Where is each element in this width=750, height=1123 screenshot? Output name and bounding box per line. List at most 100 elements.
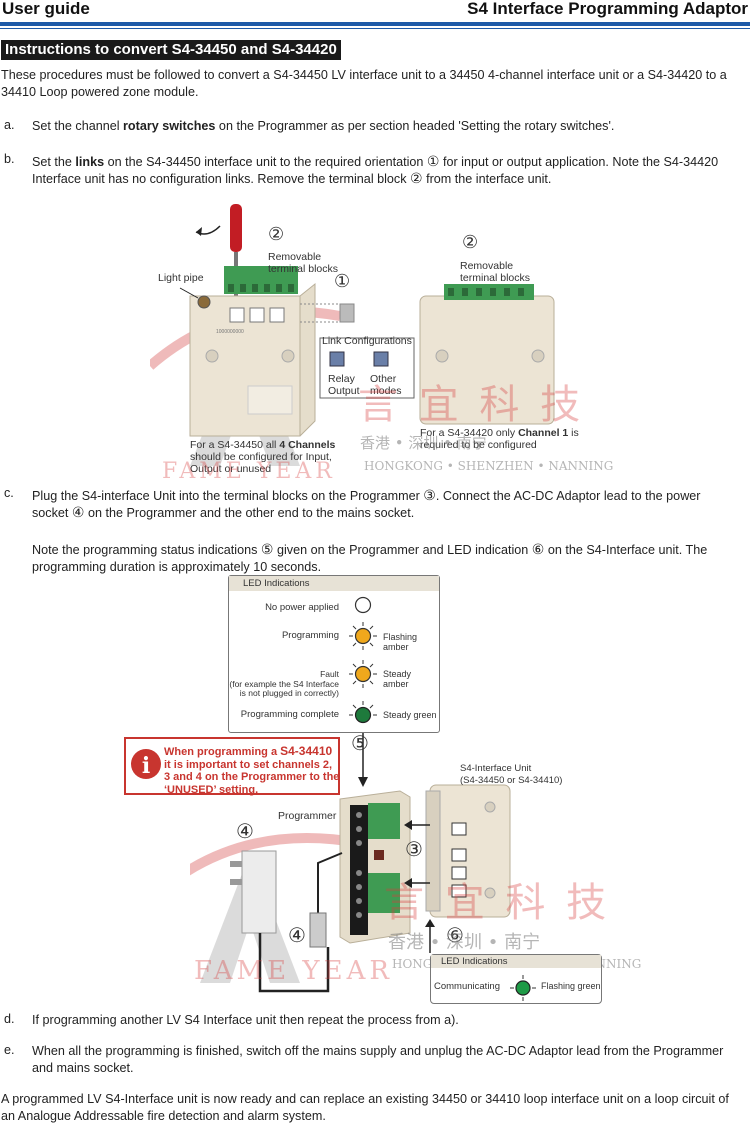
figure2-drawing: [167, 733, 511, 993]
led-indications-panel-2: LED Indications Communicating Flashing g…: [430, 954, 602, 1004]
section-title: Instructions to convert S4-34450 and S4-…: [1, 40, 341, 60]
led-indications-panel: LED Indications No power applied Program…: [228, 575, 440, 733]
programmer-label: Programmer: [278, 810, 337, 822]
step-b-pre: Set the: [32, 155, 76, 169]
step-b-letter: b.: [4, 152, 15, 166]
callout-4b-figure: ④: [288, 923, 306, 947]
header-right-title: S4 Interface Programming Adaptor: [467, 0, 748, 18]
callout-2-left: ②: [268, 224, 285, 245]
step-c2-text: Note the programming status indications …: [32, 542, 740, 576]
note-pre: When programming a: [164, 746, 281, 758]
communicating-label: Communicating: [434, 981, 500, 992]
info-icon: i: [131, 749, 161, 779]
led-desc-steady-green: Steady green: [383, 710, 437, 720]
led-row-fault: Fault (for example the S4 Interface is n…: [229, 669, 339, 698]
step-c2-mid: given on the Programmer and LED indicati…: [273, 543, 532, 557]
callout-4a-figure: ④: [236, 819, 254, 843]
led-off-icon: [354, 596, 372, 614]
s4-interface-unit: [425, 784, 511, 918]
header-rule-thin: [0, 28, 750, 29]
led-steady-green-icon: [349, 701, 377, 724]
step-b-mid2: for input or output application. Note th…: [32, 155, 719, 186]
led-row-no-power: No power applied: [265, 602, 339, 613]
step-c-letter: c.: [4, 486, 14, 500]
step-c-pre: Plug the S4-interface Unit into the term…: [32, 489, 424, 503]
callout-5-figure: ⑤: [351, 731, 369, 755]
note-post: it is important to set channels 2, 3 and…: [164, 758, 340, 796]
led-flashing-green-icon: [510, 975, 536, 1001]
figure1-drawing: [146, 204, 555, 466]
header-left-title: User guide: [2, 0, 90, 18]
closing-paragraph: A programmed LV S4-Interface unit is now…: [1, 1092, 729, 1123]
watermark-brand-2: FAME YEAR: [194, 956, 393, 986]
step-e-text: When all the programming is finished, sw…: [32, 1044, 724, 1075]
note-text: When programming a S4-34410 it is import…: [164, 745, 340, 796]
callout-5: ⑤: [260, 542, 274, 558]
figure-link-configuration: ② Removable terminal blocks Light pipe ①…: [146, 196, 600, 486]
interface-unit-34450: [189, 266, 316, 437]
led-desc-flashing-amber: Flashing amber: [383, 632, 418, 652]
callout-6-figure: ⑥: [446, 923, 464, 947]
led-panel-title: LED Indications: [229, 576, 439, 591]
s4-unit-label: S4-Interface Unit (S4-34450 or S4-34410): [460, 763, 563, 786]
info-icon-letter: i: [142, 753, 150, 779]
note-box-34410: i When programming a S4-34410 it is impo…: [124, 737, 340, 796]
note-34420-pre: For a S4-34420 only: [420, 427, 519, 439]
step-c-post: on the Programmer and the other end to t…: [84, 506, 415, 520]
watermark-cn2: 香港 • 深圳 • 南宁: [360, 434, 487, 452]
watermark-cn-2: 言 宜 科 技: [384, 880, 611, 926]
light-pipe-label: Light pipe: [158, 272, 204, 284]
note-model: S4-34410: [280, 744, 333, 758]
step-a-pre: Set the channel: [32, 119, 124, 133]
led2-title: LED Indications: [431, 955, 601, 968]
removable-terminal-blocks-right: Removable terminal blocks: [460, 260, 531, 284]
led-row-complete: Programming complete: [240, 709, 339, 720]
step-b-text: Set the links on the S4-34450 interface …: [32, 154, 740, 188]
programmer-device: [339, 790, 411, 944]
header-rule: [0, 22, 750, 26]
callout-4: ④: [71, 505, 85, 521]
step-c-text: Plug the S4-interface Unit into the term…: [32, 488, 740, 522]
step-c2-post: on the S4-Interface unit. The programmin…: [32, 543, 708, 574]
watermark-cn: 言 宜 科 技: [358, 382, 585, 428]
note-34450-pre: For a S4-34450 all: [190, 439, 280, 451]
step-a-letter: a.: [4, 118, 15, 132]
step-e-letter: e.: [4, 1043, 15, 1057]
callout-2: ②: [410, 171, 423, 187]
callout-2-right: ②: [462, 232, 479, 253]
step-a-post: on the Programmer as per section headed …: [215, 119, 615, 133]
step-a-text: Set the channel rotary switches on the P…: [32, 118, 740, 135]
step-b-bold: links: [75, 155, 105, 169]
note-34420: For a S4-34420 only Channel 1 is require…: [420, 427, 600, 451]
watermark-brand: FAME YEAR: [162, 459, 336, 484]
callout-3: ③: [423, 488, 436, 504]
step-b-mid: on the S4-34450 interface unit to the re…: [104, 155, 427, 169]
flashing-green-label: Flashing green: [541, 981, 601, 991]
callout-1-figure: ①: [334, 271, 351, 292]
figure-programming-setup: Programmer S4-Interface Unit (S4-34450 o…: [167, 731, 610, 1003]
callout-6: ⑥: [531, 542, 545, 558]
interface-unit-34420: [419, 284, 555, 425]
intro-paragraph: These procedures must be followed to con…: [1, 68, 727, 99]
led-steady-amber-icon: [349, 660, 377, 688]
led-symbols: [349, 596, 377, 724]
link-config-box: [319, 337, 415, 399]
step-a-bold: rotary switches: [123, 119, 216, 133]
led-flashing-amber-icon: [349, 622, 377, 650]
step-c2-pre: Note the programming status indications: [32, 543, 261, 557]
note-34450: For a S4-34450 all 4 Channels should be …: [190, 439, 365, 475]
note-34450-bold: 4 Channels: [279, 439, 336, 451]
note-34420-bold: Channel 1: [518, 427, 569, 439]
callout-1: ①: [426, 154, 440, 170]
removable-terminal-blocks-left: Removable terminal blocks: [268, 251, 339, 275]
watermark-cn2-2: 香港 • 深圳 • 南宁: [388, 932, 541, 953]
step-c-mid: . Connect the AC-DC Adaptor lead to the …: [32, 489, 701, 520]
unit-label-code: 1000000000: [216, 329, 244, 335]
note-34450-post: should be configured for Input, Output o…: [190, 451, 332, 475]
link-jumper: [339, 303, 355, 323]
led-row-programming: Programming: [281, 630, 339, 641]
led-desc-steady-amber: Steady amber: [383, 669, 412, 689]
watermark-en: HONGKONG • SHENZHEN • NANNING: [364, 459, 614, 473]
step-d-text: If programming another LV S4 Interface u…: [32, 1013, 459, 1027]
relay-output-label: Relay Output: [328, 373, 360, 397]
